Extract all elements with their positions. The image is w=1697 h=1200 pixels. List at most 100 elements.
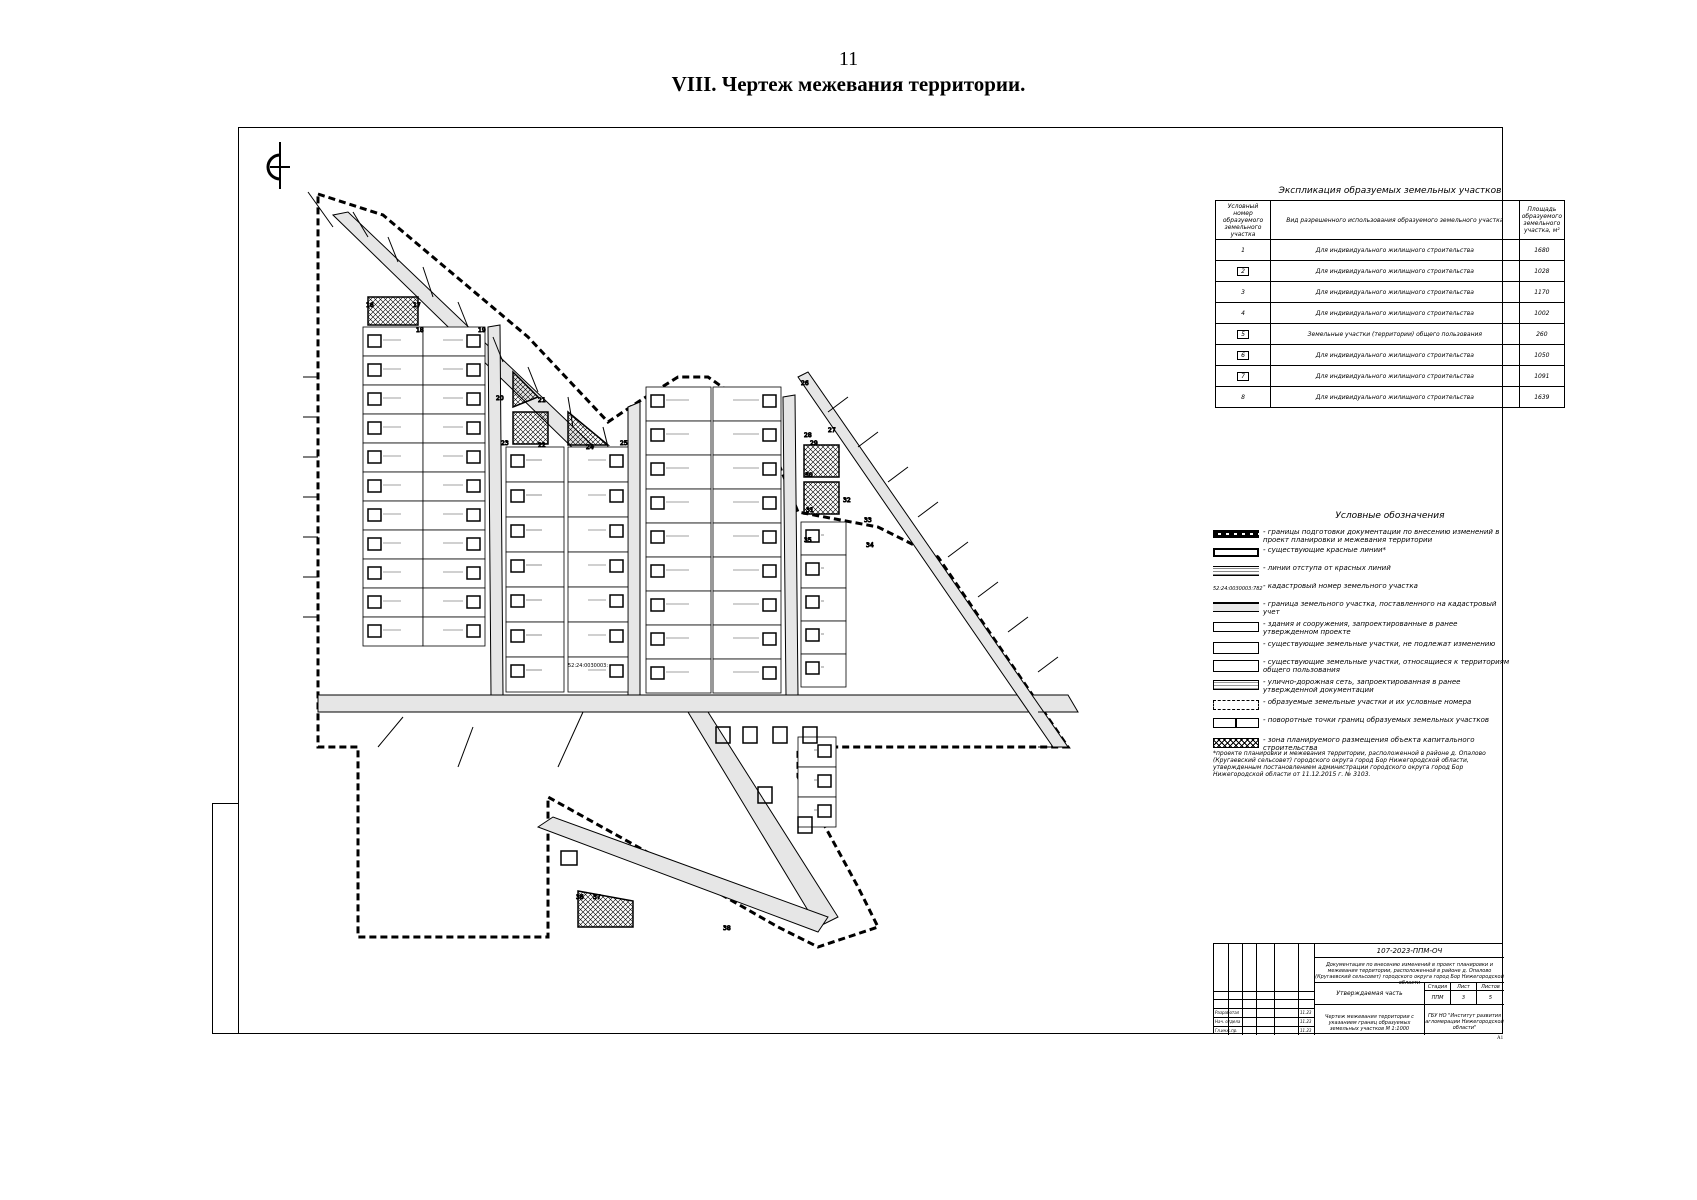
boundary-tick [457,301,469,328]
existing-plot [712,420,782,456]
explication-area: 1639 [1518,386,1566,408]
formed-plots [367,296,840,928]
explication-num: 5 [1215,323,1271,345]
existing-plot [422,413,486,444]
explication-title: Экспликация образуемых земельных участко… [1278,186,1502,196]
turning-point-label: 36 [576,894,584,901]
turning-point-label: 34 [866,542,874,549]
existing-plot [712,386,782,422]
building [609,454,624,468]
turning-point-label: 33 [864,517,872,524]
land-plots [362,326,847,866]
turning-point-label: 19 [478,327,486,334]
explication-num: 2 [1215,260,1271,282]
turning-point-label: 21 [538,397,546,404]
stamp-date-3: 11.23 [1300,1028,1312,1033]
legend-item: - линии отступа от красных линий [1213,563,1513,581]
boundary-tick [917,501,939,518]
legend-symbol [1213,718,1259,728]
stamp-sheets-header: Листов [1476,983,1504,991]
building [367,508,382,522]
legend-item: - граница земельного участка, поставленн… [1213,599,1513,619]
building [762,666,777,680]
legend-item: - поворотные точки границ образуемых зем… [1213,715,1513,735]
existing-plot [505,656,565,693]
building [367,363,382,377]
building [510,629,525,643]
formed-plot-2 [512,370,540,409]
existing-plot [422,384,486,415]
building [367,450,382,464]
legend-item: - существующие земельные участки, не под… [1213,639,1513,657]
legend-text: - существующие красные линии* [1263,546,1387,554]
legend-item: - здания и сооружения, запроектированные… [1213,619,1513,639]
building [466,363,481,377]
stamp-sheet-value: 3 [1450,991,1476,1005]
building [609,664,624,678]
explication-num: 8 [1215,386,1271,408]
legend-symbol [1213,602,1259,612]
existing-plot [712,624,782,660]
building [367,624,382,638]
building [817,774,832,788]
existing-plot [712,454,782,490]
building [715,726,731,744]
stamp-stage-value: ППМ [1424,991,1450,1005]
stamp-section: Утверждаемая часть [1314,983,1424,1005]
explication-area: 1170 [1518,281,1566,303]
building [560,850,578,866]
boundary-tick [387,236,399,263]
building [742,726,758,744]
existing-plot [645,454,712,490]
explication-use: Для индивидуального жилищного строительс… [1270,302,1520,324]
existing-plot [567,621,629,658]
existing-plot [362,355,424,386]
formed-plot-1 [367,296,419,326]
north-arrow [266,142,290,189]
existing-plot [797,796,837,828]
building [609,629,624,643]
boundary-tick [977,581,999,598]
building [650,530,665,544]
existing-plot [645,522,712,558]
explication-num: 6 [1215,344,1271,366]
existing-plot [645,556,712,592]
building [367,595,382,609]
turning-point-label: 30 [805,472,813,479]
building [466,508,481,522]
legend-text: - существующие земельные участки, относя… [1263,658,1510,674]
existing-plot [362,558,424,589]
existing-plot [567,656,629,693]
existing-plot [712,488,782,524]
legend-symbol [1213,660,1259,672]
building [817,744,832,758]
existing-plot [645,590,712,626]
existing-plot [505,551,565,588]
explication-use: Для индивидуального жилищного строительс… [1270,344,1520,366]
existing-plot [422,471,486,502]
boundary-tick [947,541,969,558]
existing-plot [567,446,629,483]
stamp-organization: ГБУ НО "Институт развития агломерации Ни… [1424,1005,1504,1035]
legend-text: - улично-дорожная сеть, запроектированна… [1263,678,1461,694]
building [650,598,665,612]
turning-point-label: 27 [828,427,836,434]
building [650,666,665,680]
building [367,479,382,493]
building [466,334,481,348]
building [510,559,525,573]
stamp-code: 107-2023-ППМ-ОЧ [1314,944,1504,958]
legend-text: - зона планируемого размещения объекта к… [1263,736,1475,752]
formed-plot-8 [577,890,634,928]
stamp-role-2: Нач. отдела [1215,1019,1241,1024]
legend-text: - линии отступа от красных линий [1263,564,1391,572]
building [466,421,481,435]
sheet-side-stamp [212,803,238,1034]
existing-plot [645,488,712,524]
building [805,595,820,609]
existing-plot [362,413,424,444]
building [609,559,624,573]
